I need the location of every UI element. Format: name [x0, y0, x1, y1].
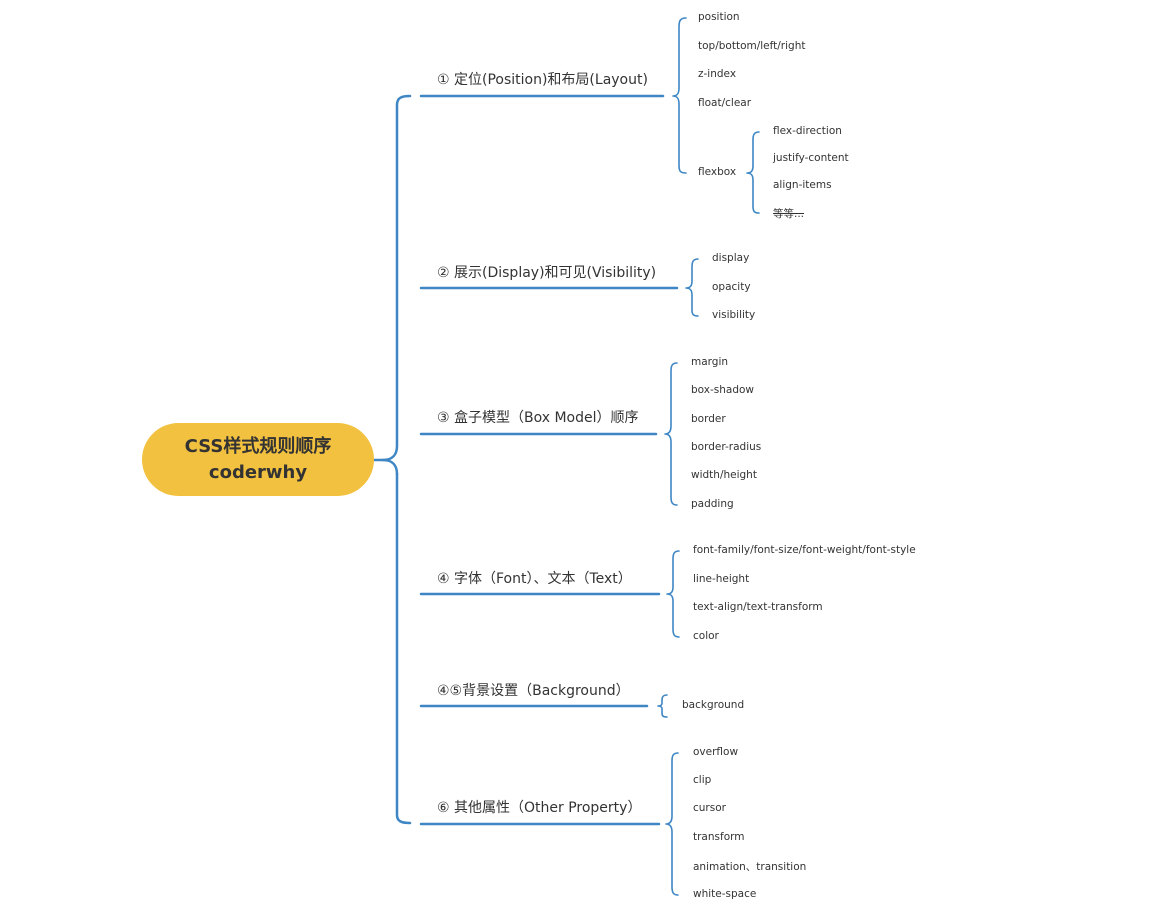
branch-1-item: z-index	[698, 68, 737, 80]
branch-1-item-flexbox: flexbox	[698, 166, 737, 178]
branch-2-item: visibility	[712, 309, 756, 321]
flexbox-item: justify-content	[773, 152, 849, 164]
root-connector-mid	[381, 458, 399, 476]
branch-5-item: background	[682, 699, 745, 711]
branch-3-label: ③ 盒子模型（Box Model）顺序	[437, 410, 639, 426]
flexbox-item: 等等...	[773, 208, 805, 220]
root-node: CSS样式规则顺序 coderwhy	[142, 423, 374, 496]
branch-6-item: cursor	[693, 802, 726, 814]
branch-3-item: width/height	[691, 469, 757, 481]
branch-6-item: clip	[693, 774, 712, 786]
branch-2-bracket	[685, 258, 699, 317]
flexbox-item: align-items	[773, 179, 832, 191]
branch-5-label: ④⑤背景设置（Background）	[437, 683, 630, 699]
branch-3-item: border-radius	[691, 441, 762, 453]
branch-6-item: white-space	[693, 888, 757, 900]
branch-3-item: box-shadow	[691, 384, 755, 396]
branch-4-bracket	[666, 550, 680, 638]
branch-4-item: color	[693, 630, 719, 642]
root-subtitle: coderwhy	[208, 461, 308, 483]
root-connector	[372, 94, 412, 462]
branch-6-label: ⑥ 其他属性（Other Property）	[437, 800, 642, 816]
branch-3-item: margin	[691, 356, 729, 368]
branch-6-item: transform	[693, 831, 745, 843]
branch-2-item: display	[712, 252, 750, 264]
branch-4-label: ④ 字体（Font）、文本（Text）	[437, 571, 632, 587]
branch-4-item: font-family/font-size/font-weight/font-s…	[693, 544, 916, 556]
branch-5-bracket	[657, 694, 668, 718]
branch-6-bracket	[665, 752, 679, 896]
root-title: CSS样式规则顺序	[184, 435, 332, 457]
branch-1-item: float/clear	[698, 97, 752, 109]
branch-3-item: border	[691, 413, 726, 425]
branch-6-item: animation、transition	[693, 861, 807, 873]
branch-1-bracket	[672, 17, 687, 174]
branch-3-item: padding	[691, 498, 734, 510]
branch-2-label: ② 展示(Display)和可见(Visibility)	[437, 265, 657, 281]
branch-6-item: overflow	[693, 746, 739, 758]
branch-1-item: top/bottom/left/right	[698, 40, 806, 52]
branch-1-item: position	[698, 11, 740, 23]
branch-4-item: text-align/text-transform	[693, 601, 823, 613]
flexbox-bracket	[746, 131, 760, 214]
branch-1-label: ① 定位(Position)和布局(Layout)	[437, 72, 648, 88]
branch-3-bracket	[664, 362, 678, 506]
flexbox-item: flex-direction	[773, 125, 842, 137]
branch-4-item: line-height	[693, 573, 750, 585]
branch-2-item: opacity	[712, 281, 751, 293]
root-connector-lower	[395, 472, 412, 825]
